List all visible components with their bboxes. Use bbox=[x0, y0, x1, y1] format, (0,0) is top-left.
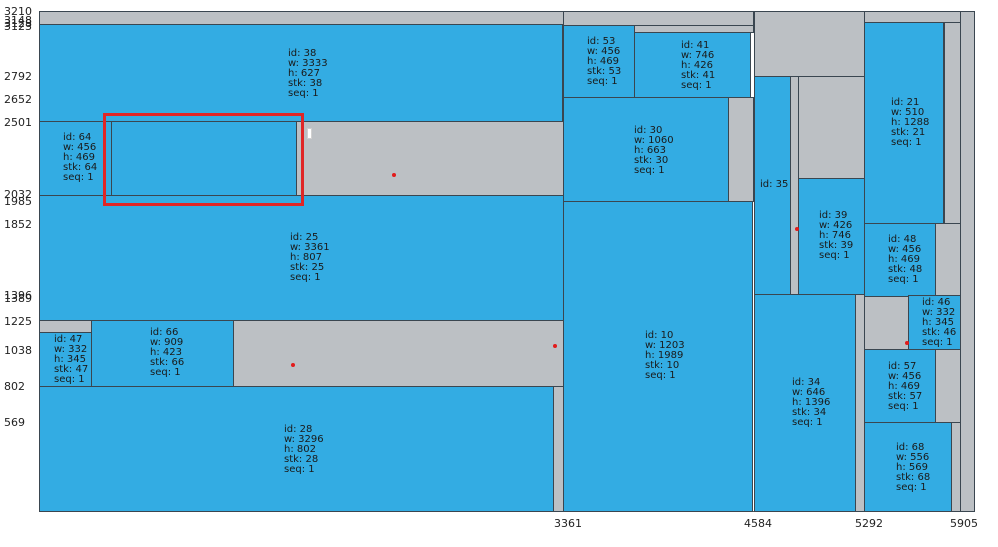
item-66[interactable] bbox=[91, 320, 234, 387]
y-tick-label: 569 bbox=[4, 416, 25, 429]
marker-dot bbox=[392, 173, 396, 177]
y-tick-label: 3148 bbox=[4, 14, 32, 27]
item-10[interactable] bbox=[563, 201, 753, 512]
y-tick-label: 2032 bbox=[4, 188, 32, 201]
item-68[interactable] bbox=[864, 422, 952, 512]
item-41[interactable] bbox=[634, 32, 751, 98]
y-tick-label: 1038 bbox=[4, 344, 32, 357]
free-space bbox=[728, 97, 754, 202]
free-space bbox=[563, 11, 754, 26]
item-21[interactable] bbox=[864, 22, 944, 224]
y-tick-label: 2652 bbox=[4, 93, 32, 106]
y-tick-label: 3123 bbox=[4, 20, 32, 33]
y-tick-label: 1852 bbox=[4, 218, 32, 231]
cursor-marker bbox=[307, 128, 312, 139]
y-tick-label: 1396 bbox=[4, 289, 32, 302]
selected-slot[interactable] bbox=[111, 121, 297, 196]
y-tick-label: 3128 bbox=[4, 17, 32, 30]
x-tick-label: 5905 bbox=[950, 517, 978, 530]
free-space bbox=[960, 11, 975, 512]
item-30[interactable] bbox=[563, 97, 729, 202]
item-46[interactable] bbox=[908, 295, 961, 350]
selection-box[interactable] bbox=[103, 113, 304, 206]
free-space bbox=[296, 121, 564, 196]
y-tick-label: 2501 bbox=[4, 116, 32, 129]
marker-dot bbox=[291, 363, 295, 367]
item-47[interactable] bbox=[39, 332, 92, 387]
free-space bbox=[864, 295, 909, 351]
free-space bbox=[233, 320, 564, 387]
item-48[interactable] bbox=[864, 223, 936, 297]
free-space bbox=[935, 349, 961, 423]
free-space bbox=[798, 76, 865, 179]
y-tick-label: 1225 bbox=[4, 315, 32, 328]
marker-dot bbox=[905, 341, 909, 345]
x-tick-label: 5292 bbox=[855, 517, 883, 530]
item-34[interactable] bbox=[754, 294, 856, 512]
x-tick-label: 3361 bbox=[554, 517, 582, 530]
free-space bbox=[951, 422, 961, 512]
free-space bbox=[754, 11, 865, 77]
y-tick-label: 802 bbox=[4, 380, 25, 393]
free-space bbox=[944, 22, 961, 224]
free-space bbox=[935, 223, 961, 297]
item-25[interactable] bbox=[39, 195, 564, 321]
y-tick-label: 3210 bbox=[4, 5, 32, 18]
y-tick-label: 1985 bbox=[4, 195, 32, 208]
item-64[interactable] bbox=[39, 121, 112, 196]
free-space bbox=[39, 11, 564, 25]
item-35[interactable] bbox=[754, 76, 791, 295]
item-38[interactable] bbox=[39, 24, 563, 122]
x-tick-label: 4584 bbox=[744, 517, 772, 530]
item-57[interactable] bbox=[864, 349, 936, 423]
item-28[interactable] bbox=[39, 386, 554, 512]
y-tick-label: 2792 bbox=[4, 70, 32, 83]
item-39[interactable] bbox=[798, 178, 865, 295]
item-53[interactable] bbox=[563, 25, 635, 98]
marker-dot bbox=[795, 227, 799, 231]
y-tick-label: 1389 bbox=[4, 292, 32, 305]
marker-dot bbox=[553, 344, 557, 348]
